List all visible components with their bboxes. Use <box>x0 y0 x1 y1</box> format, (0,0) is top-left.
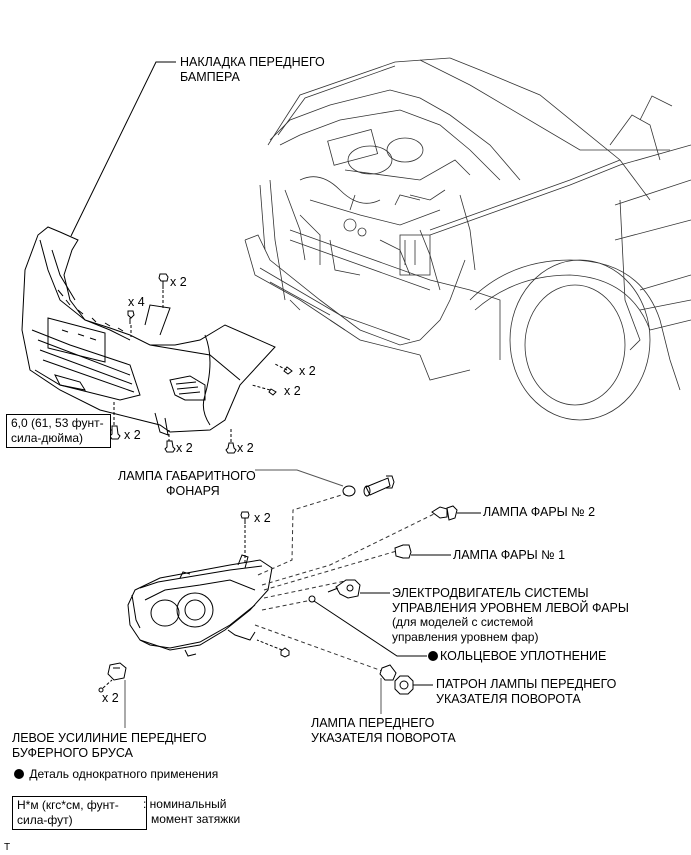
vehicle-illustration <box>244 57 691 421</box>
callout-o-ring: КОЛЬЦЕВОЕ УПЛОТНЕНИЕ <box>428 649 606 664</box>
torque-value: 6,0 (61, 53 фунт- <box>11 416 104 430</box>
bolt-icon <box>225 428 237 454</box>
bolt-icon <box>109 401 121 440</box>
non-reusable-dot-icon <box>14 769 24 779</box>
callout-line: БАМПЕРА <box>180 70 240 84</box>
qty-bottom-bolt-left: x 2 <box>124 428 141 442</box>
headlamp-bulb-2-part <box>431 505 481 521</box>
qty-headlight-bolt: x 2 <box>254 511 271 525</box>
qty-bottom-bolt-mid: x 2 <box>176 441 193 455</box>
turn-signal-parts <box>379 664 433 714</box>
headlamp-bulb-1-part <box>394 544 451 559</box>
callout-headlamp-bulb-1: ЛАМПА ФАРЫ № 1 <box>453 548 566 562</box>
non-reusable-dot-icon <box>428 651 438 661</box>
callout-turn-bulb: ЛАМПА ПЕРЕДНЕГО УКАЗАТЕЛЯ ПОВОРОТА <box>311 716 456 746</box>
bolt-icon <box>164 430 176 453</box>
torque-units: сила-дюйма) <box>11 431 83 445</box>
legend-torque-box: Н*м (кгс*см, фунт- сила-фут) <box>12 796 147 830</box>
legend-torque-desc-line: : номинальный <box>143 797 227 811</box>
callout-line: ФОНАРЯ <box>166 484 220 498</box>
leader-clearance-lamp <box>255 469 344 487</box>
o-ring-part <box>308 595 427 657</box>
bolt-icon <box>158 273 169 308</box>
qty-bottom-bolt-right: x 2 <box>237 441 254 455</box>
callout-line: ЛЕВОЕ УСИЛИНИЕ ПЕРЕДНЕГО <box>12 731 207 745</box>
callout-line: УКАЗАТЕЛЯ ПОВОРОТА <box>311 731 456 745</box>
callout-line: НАКЛАДКА ПЕРЕДНЕГО <box>180 55 325 69</box>
qty-side-screw-upper: x 2 <box>299 364 316 378</box>
callout-line: БУФЕРНОГО БРУСА <box>12 746 133 760</box>
headlight-assembly <box>127 554 273 657</box>
legend-torque-line: сила-фут) <box>17 813 73 827</box>
qty-side-screw-lower: x 2 <box>284 384 301 398</box>
front-bumper-cover <box>21 61 276 436</box>
callout-bumper-cover: НАКЛАДКА ПЕРЕДНЕГО БАМПЕРА <box>180 55 325 85</box>
headlight-fasteners <box>240 511 290 658</box>
callout-leveling-motor-note: (для моделей с системой управления уровн… <box>392 615 538 645</box>
legend-torque-desc-line: момент затяжки <box>151 812 241 826</box>
callout-turn-socket: ПАТРОН ЛАМПЫ ПЕРЕДНЕГО УКАЗАТЕЛЯ ПОВОРОТ… <box>436 677 616 707</box>
callout-bumper-reinforcement: ЛЕВОЕ УСИЛИНИЕ ПЕРЕДНЕГО БУФЕРНОГО БРУСА <box>12 731 207 761</box>
clip-icon <box>127 310 135 337</box>
assembly-dash-lines <box>254 492 437 673</box>
torque-spec-box: 6,0 (61, 53 фунт- сила-дюйма) <box>6 414 111 448</box>
callout-line: ЛАМПА ГАБАРИТНОГО <box>118 469 256 483</box>
legend-torque-line: Н*м (кгс*см, фунт- <box>17 798 119 812</box>
bumper-fasteners <box>107 273 293 454</box>
callout-line: ПАТРОН ЛАМПЫ ПЕРЕДНЕГО <box>436 677 617 691</box>
screw-icon <box>251 384 277 396</box>
legend-torque-desc: : номинальный момент затяжки <box>143 797 240 827</box>
callout-line: ЛАМПА ПЕРЕДНЕГО <box>311 716 435 730</box>
callout-text: КОЛЬЦЕВОЕ УПЛОТНЕНИЕ <box>440 649 607 663</box>
qty-top-bolt: x 2 <box>170 275 187 289</box>
footer-mark: T <box>4 842 11 853</box>
callout-leveling-motor: ЭЛЕКТРОДВИГАТЕЛЬ СИСТЕМЫ УПРАВЛЕНИЯ УРОВ… <box>392 586 629 616</box>
leader-bumper-cover <box>70 61 176 237</box>
qty-reinforcement-screw: x 2 <box>102 691 119 705</box>
callout-line: УКАЗАТЕЛЯ ПОВОРОТА <box>436 692 581 706</box>
callout-line: управления уровнем фар) <box>392 630 539 644</box>
qty-clip: x 4 <box>128 295 145 309</box>
legend-non-reusable: Деталь однократного применения <box>14 767 218 782</box>
leveling-motor-part <box>327 579 390 599</box>
clearance-lamp <box>255 469 395 497</box>
callout-headlamp-bulb-2: ЛАМПА ФАРЫ № 2 <box>483 505 596 519</box>
callout-clearance-lamp: ЛАМПА ГАБАРИТНОГО ФОНАРЯ <box>118 469 256 499</box>
bumper-reinforcement-part <box>98 662 127 728</box>
callout-line: УПРАВЛЕНИЯ УРОВНЕМ ЛЕВОЙ ФАРЫ <box>392 601 629 615</box>
callout-line: (для моделей с системой <box>392 615 534 629</box>
screw-icon <box>274 363 293 375</box>
callout-line: ЭЛЕКТРОДВИГАТЕЛЬ СИСТЕМЫ <box>392 586 589 600</box>
legend-text: Деталь однократного применения <box>29 767 219 781</box>
leader-o-ring <box>313 600 427 657</box>
